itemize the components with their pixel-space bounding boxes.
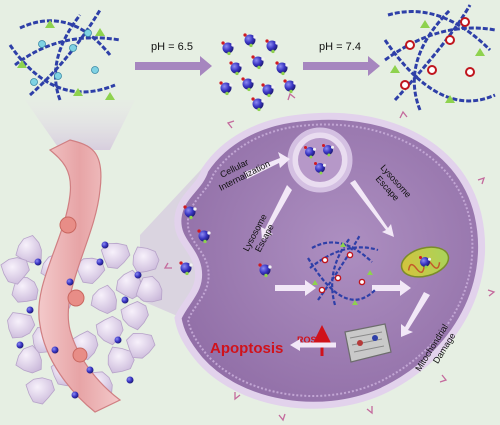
nanoparticle <box>229 61 243 76</box>
ph-arrow-2: pH = 7.4 <box>303 41 380 76</box>
tumor-cell <box>135 275 163 303</box>
nanoparticle <box>221 41 235 56</box>
accumulated-nanoparticle <box>66 278 74 286</box>
accumulated-nanoparticle <box>34 258 42 266</box>
nanoparticle <box>183 205 197 220</box>
tumor-cell <box>15 345 42 374</box>
endosome <box>287 127 353 193</box>
accumulated-nanoparticle <box>126 376 134 384</box>
nanoparticle <box>275 61 289 76</box>
nanoparticle <box>243 33 257 48</box>
tumor-cell <box>132 246 160 274</box>
nanoparticle <box>304 146 316 159</box>
nanoparticle <box>322 144 334 157</box>
nanoparticle <box>251 97 265 112</box>
tumor-cell <box>0 257 30 285</box>
nanoparticle <box>241 77 255 92</box>
green-arrows-right <box>390 20 485 103</box>
blood-vessel <box>38 139 122 413</box>
accumulated-nanoparticle <box>51 346 59 354</box>
tumor-cell <box>90 284 117 315</box>
membrane-receptors <box>163 92 496 422</box>
apoptosis-arrowhead <box>290 339 300 351</box>
accumulated-nanoparticle <box>96 258 104 266</box>
released-particles <box>318 251 366 294</box>
red-blood-cells <box>59 216 88 363</box>
tumor-cell <box>100 242 131 269</box>
tumor-cell <box>7 312 36 339</box>
nanoparticle <box>419 256 431 269</box>
zoom-beam-top <box>25 100 135 150</box>
nanoparticle <box>219 81 233 96</box>
nanoparticle-cluster <box>219 33 297 112</box>
green-arrows-left <box>17 20 115 100</box>
accumulated-nanoparticle <box>86 366 94 374</box>
tumor-cell <box>120 301 149 331</box>
ph-arrow-1: pH = 6.5 <box>135 41 212 76</box>
nanoparticle <box>179 261 193 276</box>
apoptosis-label: Apoptosis <box>210 340 283 357</box>
ros-label: ROS <box>297 335 317 345</box>
accumulated-nanoparticle <box>26 306 34 314</box>
drug-molecules-left <box>30 29 99 86</box>
tumor-cell <box>25 377 55 405</box>
cell-membrane-inner <box>186 123 474 397</box>
accumulated-nanoparticle <box>101 241 109 249</box>
top-row: pH = 6.5 pH = 7.4 <box>8 4 496 112</box>
accumulated-nanoparticle <box>71 391 79 399</box>
nanoparticle <box>251 55 265 70</box>
ph-label-1: pH = 6.5 <box>151 41 193 53</box>
nanoparticle <box>258 263 272 278</box>
nanoparticle <box>261 83 275 98</box>
cancer-cell: Cellular Internalization Lysosome Escape… <box>163 92 496 422</box>
accumulated-nanoparticle <box>114 336 122 344</box>
damaged-mitochondrion <box>344 323 392 363</box>
tumor-cell <box>126 332 156 359</box>
nanoparticle <box>283 79 297 94</box>
nanoparticle <box>197 229 211 244</box>
accumulated-nanoparticle <box>16 341 24 349</box>
accumulated-nanoparticle <box>134 271 142 279</box>
ph-label-2: pH = 7.4 <box>319 41 361 53</box>
red-ring-particles-right <box>400 17 475 90</box>
released-drugs <box>312 242 373 305</box>
polymer-network-right <box>383 4 496 111</box>
tumor-tissue <box>0 100 210 413</box>
nanoparticle <box>314 162 326 175</box>
polymer-network-left <box>8 9 121 101</box>
nanoparticle <box>265 39 279 54</box>
pathway-arrows <box>245 152 430 337</box>
tumor-cell <box>107 346 135 374</box>
accumulated-nanoparticle <box>121 296 129 304</box>
